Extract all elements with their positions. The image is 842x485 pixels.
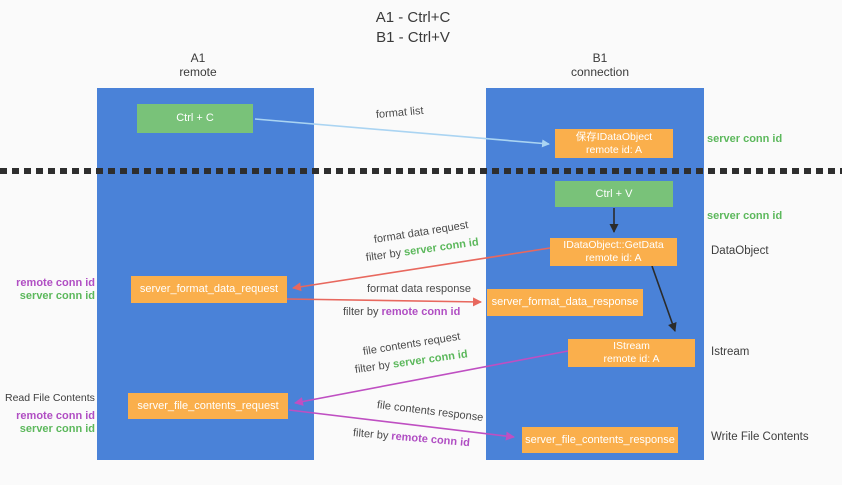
lane-header-b1: B1 connection (530, 51, 670, 79)
diagram-title: A1 - Ctrl+C B1 - Ctrl+V (308, 8, 518, 48)
filter-by-text: filter by (354, 359, 391, 376)
istream-line2: remote id: A (603, 353, 660, 365)
format-remote-conn-id-annotation: remote conn id (16, 277, 95, 289)
dataobject-annotation: DataObject (711, 245, 769, 257)
istream-annotation: Istream (711, 346, 750, 358)
lane-header-a1: A1 remote (128, 51, 268, 79)
title-line-2: B1 - Ctrl+V (376, 29, 450, 46)
file-server-conn-id-annotation: server conn id (19, 423, 95, 435)
remote-conn-id-text: remote conn id (381, 306, 461, 318)
lane-a1-name: A1 (190, 51, 206, 65)
filter-by-text: filter by (365, 247, 402, 264)
file-remote-conn-id-annotation: remote conn id (16, 410, 95, 422)
lane-a1-role: remote (179, 65, 217, 79)
ctrl-v-node: Ctrl + V (555, 181, 673, 207)
filter-by-text: filter by (352, 427, 389, 443)
save-idataobject-line1: 保存IDataObject (575, 130, 653, 143)
filter-by-text: filter by (343, 306, 379, 318)
idataobject-getdata-node: IDataObject::GetData remote id: A (550, 238, 677, 266)
copy-paste-divider-dashed-line (0, 168, 842, 174)
lane-b1-name: B1 (592, 51, 608, 65)
istream-line1: IStream (613, 340, 650, 352)
server-file-contents-response-node: server_file_contents_response (522, 427, 678, 453)
format-data-response-arrow-label: format data response (367, 283, 471, 295)
server-file-contents-request-node: server_file_contents_request (128, 393, 288, 419)
file-request-label: server_file_contents_request (137, 399, 279, 412)
istream-node: IStream remote id: A (568, 339, 695, 367)
ctrl-c-label: Ctrl + C (176, 112, 214, 124)
file-contents-response-arrow-label: file contents response (376, 399, 484, 424)
server-format-data-response-node: server_format_data_response (487, 289, 643, 316)
remote-conn-id-text: remote conn id (390, 430, 471, 450)
save-idataobject-line2: remote id: A (585, 143, 643, 156)
file-response-label: server_file_contents_response (525, 433, 675, 446)
ctrl-v-label: Ctrl + V (595, 187, 633, 200)
format-list-arrow-label: format list (375, 104, 425, 121)
getdata-line1: IDataObject::GetData (563, 239, 664, 251)
ctrl-c-node: Ctrl + C (137, 104, 253, 133)
server-conn-id-annotation-top: server conn id (707, 133, 783, 145)
lane-b1-role: connection (570, 65, 630, 79)
server-format-data-request-node: server_format_data_request (131, 276, 287, 303)
write-file-contents-annotation: Write File Contents (711, 431, 809, 443)
save-idataobject-node: 保存IDataObject remote id: A (555, 129, 673, 158)
format-response-label: server_format_data_response (491, 296, 639, 308)
read-file-contents-annotation: Read File Contents (5, 392, 95, 404)
server-conn-id-annotation-mid: server conn id (707, 210, 783, 222)
format-server-conn-id-annotation: server conn id (19, 290, 95, 302)
title-line-1: A1 - Ctrl+C (375, 9, 451, 26)
format-request-label: server_format_data_request (139, 283, 279, 295)
format-data-response-arrow (286, 297, 482, 307)
getdata-line2: remote id: A (585, 252, 642, 264)
